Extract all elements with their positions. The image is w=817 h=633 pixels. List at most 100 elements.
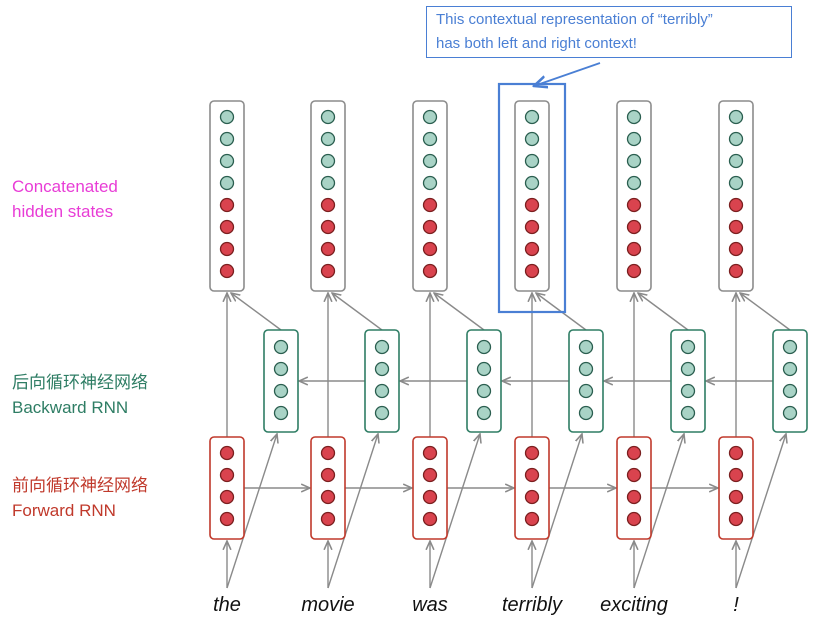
forward-rnn-state-the-unit-4 xyxy=(219,511,235,527)
concatenated-state-movie-unit-5 xyxy=(320,197,336,213)
word-was: was xyxy=(412,594,448,616)
backward-rnn-state-movie-unit-1 xyxy=(374,339,390,355)
backward-rnn-state-exciting-unit-1 xyxy=(680,339,696,355)
input-arrow-backward-terribly xyxy=(531,434,582,589)
concatenated-state-movie-unit-3 xyxy=(320,153,336,169)
concatenated-state-exciting-unit-1 xyxy=(626,109,642,125)
concatenated-state-exciting-unit-7 xyxy=(626,241,642,257)
forward-rnn-state-exciting-frame xyxy=(616,436,652,540)
backward-rnn-state-was-unit-1 xyxy=(476,339,492,355)
concatenated-state-exciting-unit-4 xyxy=(626,175,642,191)
concatenated-state-exclamation-unit-8 xyxy=(728,263,744,279)
concatenated-state-terribly-unit-6 xyxy=(524,219,540,235)
forward-rnn-state-was-unit-1 xyxy=(422,445,438,461)
concatenated-state-terribly-unit-8 xyxy=(524,263,540,279)
forward-rnn-state-exclamation-unit-3 xyxy=(728,489,744,505)
backward-rnn-state-the-frame xyxy=(263,329,299,433)
forward-rnn-state-terribly-frame xyxy=(514,436,550,540)
concatenated-state-exclamation-unit-5 xyxy=(728,197,744,213)
forward-rnn-state-was-frame xyxy=(412,436,448,540)
forward-rnn-label: 前向循环神经网络 Forward RNN xyxy=(12,474,148,523)
concatenated-state-exciting-unit-8 xyxy=(626,263,642,279)
forward-rnn-state-exciting-unit-4 xyxy=(626,511,642,527)
callout-pointer-arrow xyxy=(534,62,601,86)
backward-rnn-state-terribly-unit-3 xyxy=(578,383,594,399)
backward-rnn-state-exclamation-unit-2 xyxy=(782,361,798,377)
backward-to-concat-arrow-was xyxy=(434,293,485,331)
backward-rnn-state-exciting-unit-2 xyxy=(680,361,696,377)
backward-rnn-state-was-frame xyxy=(466,329,502,433)
forward-rnn-state-the-unit-1 xyxy=(219,445,235,461)
concatenated-state-exciting-unit-5 xyxy=(626,197,642,213)
concatenated-state-exclamation-unit-2 xyxy=(728,131,744,147)
input-arrow-backward-movie xyxy=(327,434,378,589)
concatenated-state-was-unit-3 xyxy=(422,153,438,169)
concatenated-state-was-unit-7 xyxy=(422,241,438,257)
backward-rnn-state-exclamation-unit-3 xyxy=(782,383,798,399)
backward-rnn-state-the-unit-3 xyxy=(273,383,289,399)
concatenated-state-was-frame xyxy=(412,100,448,292)
backward-rnn-state-movie-unit-2 xyxy=(374,361,390,377)
backward-rnn-state-was-unit-2 xyxy=(476,361,492,377)
concatenated-state-the-unit-1 xyxy=(219,109,235,125)
forward-rnn-state-terribly xyxy=(514,436,550,540)
forward-rnn-label-en: Forward RNN xyxy=(12,500,116,520)
concatenated-state-the-unit-7 xyxy=(219,241,235,257)
concatenated-state-movie-unit-7 xyxy=(320,241,336,257)
backward-rnn-state-terribly-unit-1 xyxy=(578,339,594,355)
backward-rnn-state-the-unit-1 xyxy=(273,339,289,355)
concatenated-state-the-frame xyxy=(209,100,245,292)
concatenated-state-movie-unit-6 xyxy=(320,219,336,235)
concatenated-state-was-unit-1 xyxy=(422,109,438,125)
concatenated-state-exciting-frame xyxy=(616,100,652,292)
concatenated-state-movie xyxy=(310,100,346,292)
word-terribly: terribly xyxy=(501,594,562,616)
forward-rnn-state-exclamation-unit-4 xyxy=(728,511,744,527)
concatenated-label-line-1: Concatenated xyxy=(12,177,118,196)
concatenated-state-was-unit-8 xyxy=(422,263,438,279)
word-the: the xyxy=(213,594,241,616)
concatenated-state-exclamation-frame xyxy=(718,100,754,292)
forward-rnn-label-cn: 前向循环神经网络 xyxy=(12,476,148,495)
concatenated-state-exciting xyxy=(616,100,652,292)
concatenated-state-was-unit-4 xyxy=(422,175,438,191)
backward-rnn-state-was-unit-4 xyxy=(476,405,492,421)
forward-rnn-state-the-frame xyxy=(209,436,245,540)
word-movie: movie xyxy=(301,594,355,616)
backward-to-concat-arrow-the xyxy=(231,293,282,331)
callout-line-2: has both left and right context! xyxy=(436,35,637,52)
concatenated-state-terribly-unit-7 xyxy=(524,241,540,257)
forward-rnn-state-exciting-unit-3 xyxy=(626,489,642,505)
word-exciting: exciting xyxy=(600,594,668,616)
concatenated-state-movie-frame xyxy=(310,100,346,292)
backward-rnn-state-terribly-frame xyxy=(568,329,604,433)
forward-rnn-state-was xyxy=(412,436,448,540)
concatenated-state-the-unit-2 xyxy=(219,131,235,147)
backward-rnn-state-exciting xyxy=(670,329,706,433)
concatenated-state-terribly-unit-5 xyxy=(524,197,540,213)
backward-rnn-label-cn: 后向循环神经网络 xyxy=(12,373,148,392)
concatenated-state-the-unit-8 xyxy=(219,263,235,279)
backward-rnn-state-the-unit-2 xyxy=(273,361,289,377)
backward-rnn-state-movie-unit-4 xyxy=(374,405,390,421)
concatenated-state-the-unit-3 xyxy=(219,153,235,169)
concatenated-state-the-unit-6 xyxy=(219,219,235,235)
backward-to-concat-arrow-exciting xyxy=(638,293,689,331)
backward-rnn-state-was xyxy=(466,329,502,433)
backward-rnn-state-terribly xyxy=(568,329,604,433)
backward-rnn-label-en: Backward RNN xyxy=(12,397,129,417)
highlight-layer xyxy=(497,62,601,314)
concatenated-state-terribly xyxy=(514,100,550,292)
concatenated-state-was-unit-2 xyxy=(422,131,438,147)
forward-rnn-state-the xyxy=(209,436,245,540)
forward-rnn-state-was-unit-3 xyxy=(422,489,438,505)
backward-to-concat-arrow-exclamation xyxy=(740,293,791,331)
concatenated-state-the-unit-5 xyxy=(219,197,235,213)
backward-rnn-state-terribly-unit-4 xyxy=(578,405,594,421)
backward-rnn-state-was-unit-3 xyxy=(476,383,492,399)
backward-rnn-state-exclamation xyxy=(772,329,808,433)
forward-rnn-state-exciting-unit-2 xyxy=(626,467,642,483)
forward-rnn-state-movie-unit-1 xyxy=(320,445,336,461)
forward-rnn-state-terribly-unit-1 xyxy=(524,445,540,461)
